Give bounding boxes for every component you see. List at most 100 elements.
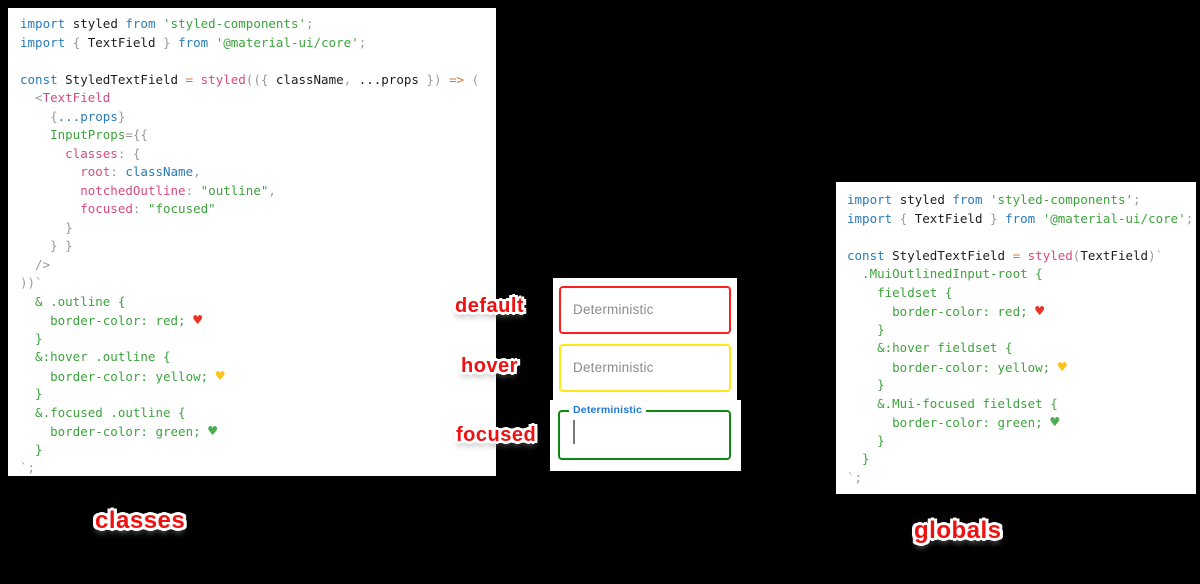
code-line: } xyxy=(20,385,496,404)
code-line: focused: "focused" xyxy=(20,200,496,219)
code-token: TextField xyxy=(42,90,111,105)
code-line xyxy=(847,228,1196,247)
code-token: `; xyxy=(20,460,36,475)
code-line: InputProps={{ xyxy=(20,126,496,145)
code-token: import xyxy=(20,16,73,31)
code-line: ))` xyxy=(20,274,496,293)
code-token: : xyxy=(132,201,148,216)
code-line: } xyxy=(847,321,1196,340)
code-token: '@material-ui/core' xyxy=(1042,210,1186,226)
code-token: className xyxy=(125,164,194,179)
heart-icon: ♥ xyxy=(215,366,225,385)
code-line: `; xyxy=(847,469,1196,488)
code-line: import styled from 'styled-components'; xyxy=(20,15,496,34)
code-token: focused xyxy=(20,201,133,216)
code-line: & .outline { xyxy=(20,293,496,312)
code-token: `; xyxy=(847,469,863,485)
code-token: : xyxy=(110,164,126,179)
code-token: { xyxy=(20,108,58,124)
code-token: } xyxy=(847,377,885,392)
code-token: "focused" xyxy=(147,201,216,216)
code-token: import xyxy=(20,34,73,50)
code-token: fieldset { xyxy=(847,284,953,300)
code-token: styled xyxy=(899,192,953,207)
code-token: border-color: red; xyxy=(847,304,1036,319)
code-line: const StyledTextField = styled(TextField… xyxy=(847,247,1196,266)
code-token: const xyxy=(847,247,893,263)
code-line: border-color: yellow; ♥ xyxy=(20,367,496,386)
code-line: } xyxy=(20,219,496,238)
heart-icon: ♥ xyxy=(193,311,203,329)
code-token: border-color: yellow; xyxy=(847,359,1058,375)
textfield-focused[interactable]: Deterministic xyxy=(558,404,731,460)
annotation-hover: hover xyxy=(461,355,518,377)
code-token: TextField xyxy=(87,34,164,50)
code-token: .MuiOutlinedInput-root { xyxy=(847,266,1043,281)
code-line: } xyxy=(847,376,1196,395)
code-token: TextField xyxy=(914,210,991,226)
code-token: } xyxy=(990,210,1006,226)
code-token: = xyxy=(1012,247,1028,263)
code-token: root xyxy=(20,164,111,179)
code-token: border-color: green; xyxy=(847,415,1051,430)
code-token: => xyxy=(449,71,472,87)
code-line: border-color: red; ♥ xyxy=(847,302,1196,321)
code-panel-classes: import styled from 'styled-components';i… xyxy=(8,8,496,476)
code-token: = xyxy=(185,71,201,87)
annotation-focused: focused xyxy=(456,424,537,446)
code-token: StyledTextField xyxy=(892,247,1013,263)
code-line xyxy=(20,52,496,71)
code-token: } xyxy=(847,451,870,466)
code-line: import { TextField } from '@material-ui/… xyxy=(847,210,1196,229)
code-token: from xyxy=(178,34,216,50)
code-token: < xyxy=(20,90,43,105)
code-token: from xyxy=(125,16,164,31)
code-line: border-color: red; ♥ xyxy=(20,311,496,330)
code-panel-globals: import styled from 'styled-components';i… xyxy=(836,182,1196,494)
code-line: } xyxy=(20,330,496,349)
code-token: classes xyxy=(20,145,118,161)
code-token: ; xyxy=(1133,192,1141,207)
code-token: } xyxy=(20,441,43,457)
heart-icon: ♥ xyxy=(1050,413,1060,431)
textfield-floating-label: Deterministic xyxy=(569,404,647,416)
code-token: ))` xyxy=(20,275,43,290)
code-token: , xyxy=(268,182,276,198)
code-token: /> xyxy=(20,256,51,272)
textfield-hover[interactable]: Deterministic xyxy=(559,344,731,392)
code-line: notchedOutline: "outline", xyxy=(20,182,496,201)
code-token: from xyxy=(952,192,991,207)
annotation-default: default xyxy=(455,295,525,317)
code-token: { xyxy=(72,34,88,50)
code-token: TextField xyxy=(1080,247,1149,263)
heart-icon: ♥ xyxy=(208,422,218,440)
code-token: } xyxy=(20,386,43,401)
code-line: fieldset { xyxy=(847,284,1196,303)
code-token: import xyxy=(847,210,900,226)
code-token: 'styled-components' xyxy=(163,16,307,31)
textfield-default[interactable]: Deterministic xyxy=(559,286,731,334)
code-token: , xyxy=(193,164,201,179)
code-token: } } xyxy=(20,238,73,253)
code-token: & .outline { xyxy=(20,293,126,309)
code-line: root: className, xyxy=(20,163,496,182)
code-line: &:hover .outline { xyxy=(20,348,496,367)
code-token: className xyxy=(275,71,344,87)
code-token: ...props xyxy=(57,108,118,124)
code-line: &.Mui-focused fieldset { xyxy=(847,395,1196,414)
code-token: &.focused .outline { xyxy=(20,404,186,420)
code-token: styled xyxy=(200,71,246,87)
code-line: `; xyxy=(20,459,496,478)
heart-icon: ♥ xyxy=(1035,302,1045,320)
code-token: } xyxy=(847,432,885,448)
code-line: } xyxy=(847,450,1196,469)
code-line: border-color: yellow; ♥ xyxy=(847,358,1196,377)
code-token: border-color: red; xyxy=(20,313,194,328)
code-token: "outline" xyxy=(200,182,269,198)
code-line: &.focused .outline { xyxy=(20,404,496,423)
code-token: ; xyxy=(358,34,367,50)
code-line: } } xyxy=(20,237,496,256)
code-token: } xyxy=(20,219,73,235)
code-line: border-color: green; ♥ xyxy=(847,413,1196,432)
code-line: import styled from 'styled-components'; xyxy=(847,191,1196,210)
